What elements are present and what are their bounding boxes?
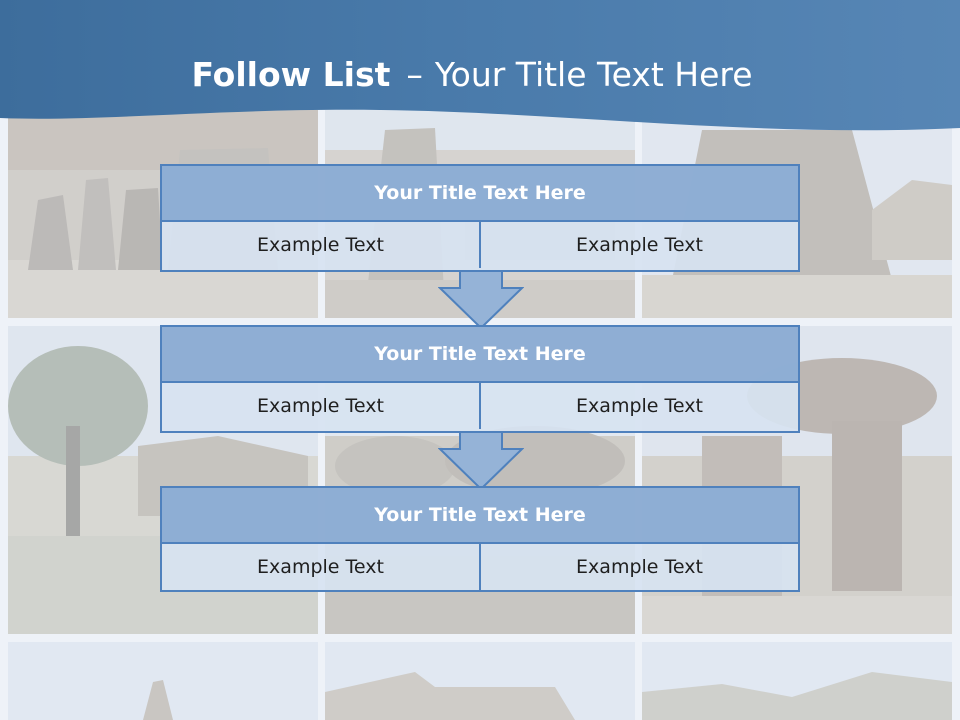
- flow-box-title: Your Title Text Here: [162, 327, 798, 383]
- flow-box-row: Example Text Example Text: [162, 383, 798, 429]
- title-bold-part: Follow List: [191, 55, 391, 94]
- flow-box-title: Your Title Text Here: [162, 166, 798, 222]
- flow-box-right-cell: Example Text: [479, 222, 798, 268]
- slide-title: Follow List–Your Title Text Here: [0, 52, 944, 98]
- title-separator: –: [406, 55, 423, 94]
- flow-box-right-cell: Example Text: [479, 383, 798, 429]
- flow-box-title: Your Title Text Here: [162, 488, 798, 544]
- flow-box-left-cell: Example Text: [257, 395, 384, 417]
- down-arrow-icon: [438, 431, 524, 491]
- title-subtitle-part: Your Title Text Here: [434, 55, 753, 94]
- flow-box-row: Example Text Example Text: [162, 544, 798, 590]
- flow-box-right-cell: Example Text: [479, 544, 798, 590]
- flow-box-row: Example Text Example Text: [162, 222, 798, 268]
- flow-box-left-cell: Example Text: [257, 234, 384, 256]
- flow-box-left-cell: Example Text: [257, 556, 384, 578]
- flow-box-2: Your Title Text Here Example Text Exampl…: [160, 325, 800, 433]
- flow-box-1: Your Title Text Here Example Text Exampl…: [160, 164, 800, 272]
- down-arrow-icon: [438, 270, 524, 330]
- header-band: [0, 0, 960, 140]
- flow-box-3: Your Title Text Here Example Text Exampl…: [160, 486, 800, 592]
